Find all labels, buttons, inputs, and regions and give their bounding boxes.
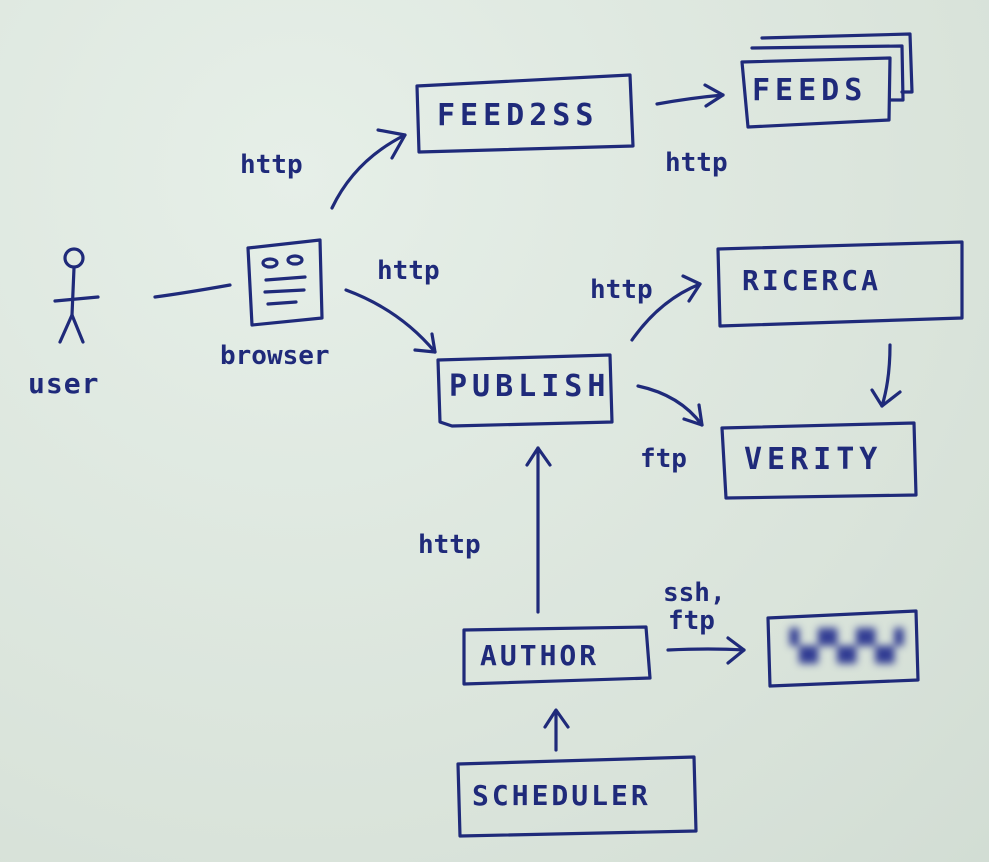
browser-label: browser — [220, 341, 330, 371]
edge-label-author-redacted-1: ssh, — [663, 578, 726, 608]
author-box — [462, 625, 652, 686]
edge-label-browser-publish: http — [377, 256, 440, 286]
arrow-author-redacted — [666, 636, 746, 665]
feed2ss-box — [415, 73, 635, 154]
feeds-label: FEEDS — [752, 73, 868, 108]
edge-label-publish-verity: ftp — [640, 444, 687, 474]
edge-label-publish-ricerca: http — [590, 275, 653, 305]
arrow-publish-ricerca — [630, 274, 702, 342]
edge-label-author-redacted-2: ftp — [668, 606, 715, 636]
arrow-scheduler-author — [543, 708, 570, 752]
arrow-author-publish — [525, 446, 552, 614]
user-label: user — [28, 367, 100, 400]
user-icon — [53, 247, 100, 344]
verity-box — [720, 421, 918, 500]
redacted-label: ▚▞▚▞▚▞ — [790, 629, 905, 664]
redacted-box — [766, 609, 920, 688]
scheduler-box — [456, 755, 698, 838]
arrow-browser-publish — [344, 288, 437, 354]
publish-label: PUBLISH — [449, 369, 611, 404]
edge-label-author-publish: http — [418, 530, 481, 560]
ricerca-label: RICERCA — [742, 264, 882, 297]
feed2ss-label: FEED2SS — [437, 98, 599, 133]
user-browser-line — [153, 283, 232, 299]
edge-label-feed2ss-feeds: http — [665, 148, 728, 178]
ricerca-box — [716, 240, 964, 328]
browser-icon — [246, 238, 324, 327]
arrow-browser-feed2ss — [330, 128, 407, 210]
arrow-publish-verity — [636, 384, 704, 427]
publish-box — [436, 353, 614, 428]
verity-label: VERITY — [744, 442, 883, 477]
scheduler-label: SCHEDULER — [472, 779, 651, 812]
arrow-feed2ss-feeds — [655, 83, 725, 108]
feeds-box — [740, 32, 914, 129]
arrow-ricerca-verity — [870, 343, 902, 408]
edge-label-browser-feed2ss: http — [240, 150, 303, 180]
author-label: AUTHOR — [480, 639, 600, 672]
